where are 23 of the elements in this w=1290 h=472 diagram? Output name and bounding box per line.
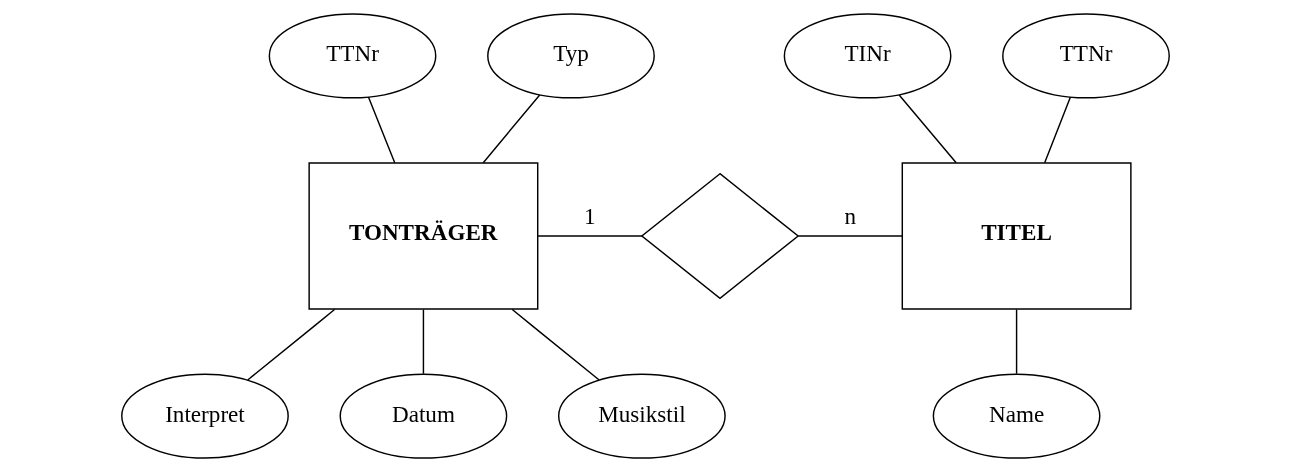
node-ellipse: Typ: [486, 13, 655, 99]
edge-label: 1: [583, 203, 596, 230]
connector: [482, 94, 540, 164]
connector: [367, 96, 395, 164]
connector: [1015, 308, 1017, 375]
connector: [511, 308, 600, 381]
connector: [246, 308, 335, 381]
edge-label: n: [843, 203, 856, 230]
connector: [422, 308, 424, 375]
node-ellipse: TTNr: [268, 13, 436, 99]
node-ellipse: Datum: [339, 373, 507, 459]
connector: [536, 235, 643, 237]
node-ellipse: TTNr: [1001, 13, 1170, 99]
connector: [897, 94, 957, 164]
node-ellipse: Name: [932, 373, 1100, 459]
node-ellipse: TINr: [783, 13, 951, 99]
node-ellipse: Interpret: [120, 373, 289, 459]
connector: [797, 235, 903, 237]
node-diamond: [640, 172, 799, 300]
node-ellipse: Musikstil: [557, 373, 726, 459]
connector: [1043, 96, 1071, 164]
node-box: TITEL: [901, 162, 1132, 310]
node-box: TONTRÄGER: [307, 162, 538, 310]
